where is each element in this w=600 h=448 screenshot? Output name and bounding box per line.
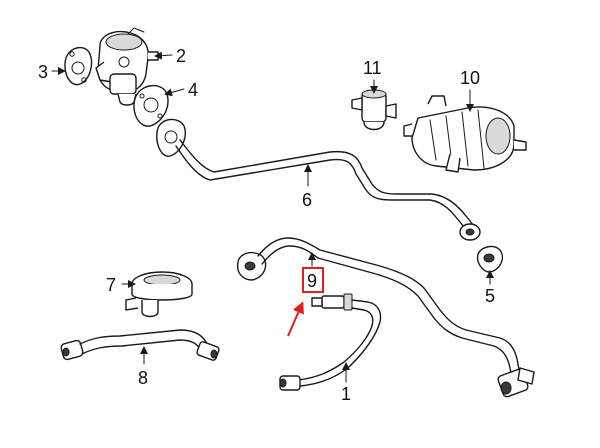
part-5-grommet: [476, 245, 504, 273]
callout-5: 5: [485, 286, 495, 306]
part-1-hose: [279, 293, 382, 391]
part-3-gasket: [64, 47, 93, 86]
part-6-pipe: [156, 118, 481, 241]
callout-10: 10: [460, 68, 480, 88]
callout-4: 4: [188, 80, 198, 100]
callout-8: 8: [138, 368, 148, 388]
callout-3: 3: [38, 62, 48, 82]
highlight-box: [302, 267, 324, 293]
callout-7: 7: [106, 275, 116, 295]
callout-9: 9: [307, 271, 317, 291]
highlight-arrow: [287, 301, 304, 337]
callout-1: 1: [341, 384, 351, 404]
part-4-gasket: [133, 85, 169, 127]
part-2-valve: [95, 27, 159, 106]
callout-6: 6: [302, 190, 312, 210]
part-9-hose: [236, 237, 535, 398]
part-8-hose: [60, 329, 220, 361]
part-10-canister: [403, 95, 527, 173]
leader-lines: [51, 51, 494, 383]
callout-11: 11: [363, 58, 382, 78]
callout-2: 2: [176, 46, 186, 66]
part-7-valve: [125, 271, 193, 318]
part-11-valve: [351, 89, 397, 131]
